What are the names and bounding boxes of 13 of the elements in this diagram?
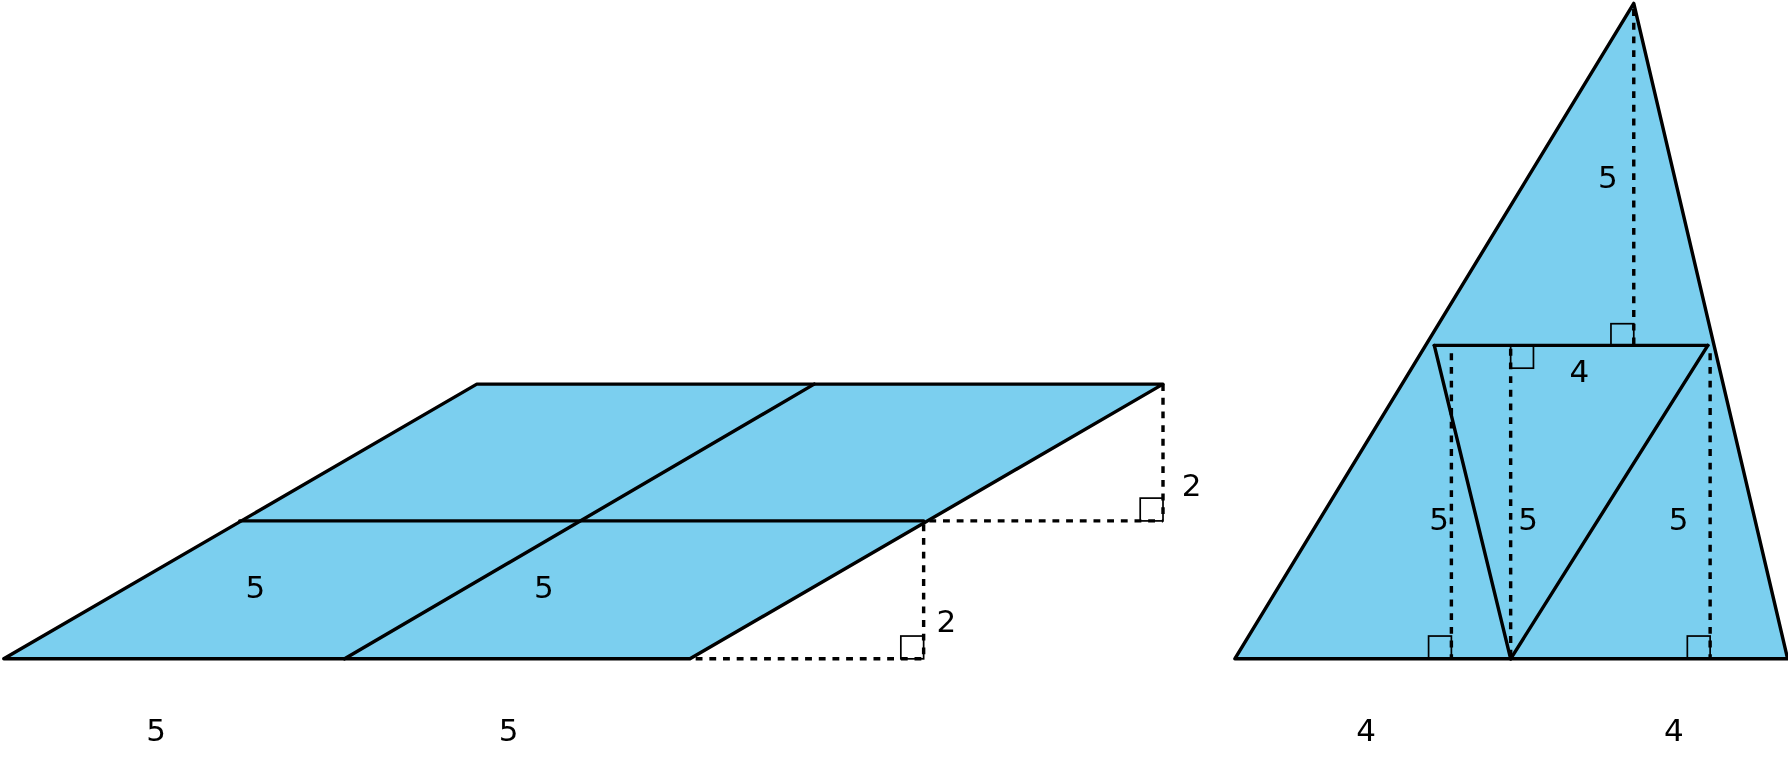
dimension-label: 5	[1597, 161, 1618, 193]
dimension-label: 2	[936, 605, 957, 637]
dimension-label: 5	[146, 714, 167, 746]
dimension-label: 4	[1664, 714, 1684, 746]
dimension-label: 4	[1569, 355, 1590, 387]
dimension-label: 5	[1429, 503, 1449, 535]
dimension-label: 2	[1181, 469, 1202, 501]
dimension-label: 5	[534, 571, 554, 603]
dimension-label: 5	[498, 714, 519, 746]
dimension-label: 5	[245, 571, 266, 603]
dimension-label: 5	[1668, 503, 1689, 535]
dimension-label: 5	[1518, 503, 1538, 535]
dimension-label: 4	[1356, 714, 1376, 746]
